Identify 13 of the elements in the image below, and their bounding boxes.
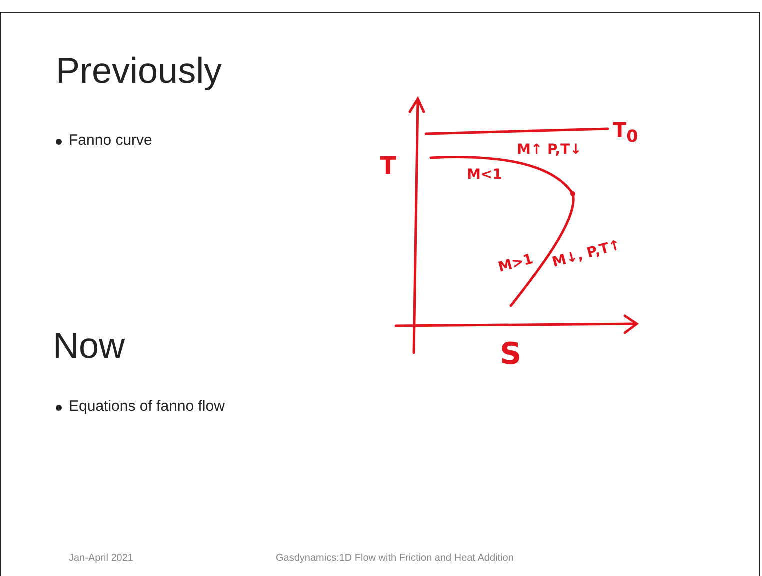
bullet-text: Equations of fanno flow (69, 399, 225, 416)
axis-label: T (380, 153, 396, 180)
axis-label: S (500, 338, 522, 371)
annotation-text: M↑ P,T↓ (517, 143, 582, 158)
slide-heading: Now (53, 326, 126, 366)
slide-heading: Previously (56, 51, 222, 91)
annotation-text: M<1 (467, 168, 502, 184)
footer-text: Gasdynamics:1D Flow with Friction and Heat Addition (276, 553, 514, 564)
footer-text: Jan-April 2021 (69, 553, 134, 564)
annotation-text: M↓, P,T↑ (551, 238, 623, 272)
annotation-text: M>1 (497, 252, 536, 276)
bullet-text: Fanno curve (69, 133, 152, 150)
curve-label: T$_{0}$ (613, 119, 638, 146)
